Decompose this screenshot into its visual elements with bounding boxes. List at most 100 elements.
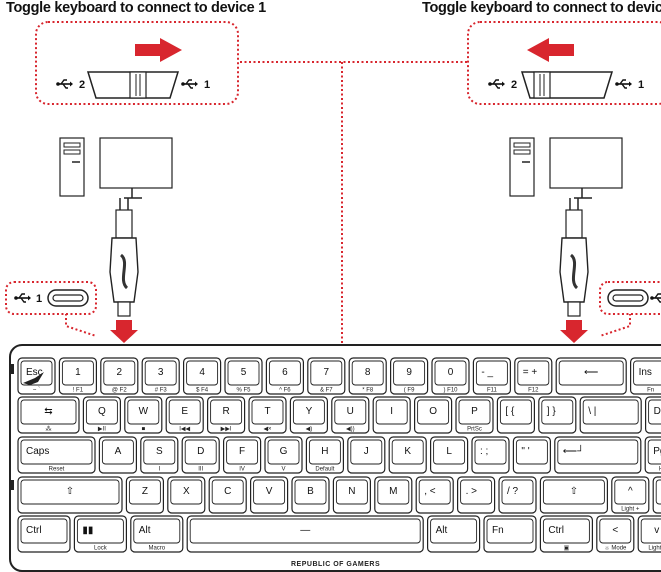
key-4-0[interactable]: Ctrl — [17, 515, 71, 553]
key-0-6[interactable]: 6^ F6 — [265, 357, 304, 395]
key-label: < — [612, 525, 618, 536]
key-2-7[interactable]: J — [347, 436, 386, 474]
key-2-10[interactable]: : ; — [471, 436, 510, 474]
key-sublabel: ) F10 — [443, 388, 458, 394]
key-0-5[interactable]: 5% F5 — [224, 357, 263, 395]
key-0-11[interactable]: - _F11 — [472, 357, 511, 395]
key-label: T — [264, 406, 270, 417]
svg-text:2: 2 — [79, 79, 85, 91]
key-2-1[interactable]: A — [98, 436, 138, 474]
key-3-12[interactable]: ^Light + — [611, 476, 650, 514]
key-3-8[interactable]: , < — [415, 476, 454, 514]
key-0-2[interactable]: 2@ F2 — [100, 357, 139, 395]
key-4-1[interactable]: ▮▮Lock — [73, 515, 128, 553]
key-label: G — [280, 446, 288, 457]
key-sublabel: $ F4 — [196, 388, 209, 394]
key-2-6[interactable]: H Default — [305, 436, 344, 474]
key-3-10[interactable]: / ? — [498, 476, 537, 514]
key-1-3[interactable]: EI◀◀ — [165, 396, 204, 434]
key-2-9[interactable]: L — [430, 436, 469, 474]
key-3-6[interactable]: N — [332, 476, 371, 514]
usb-c-port-callout-device-2 — [599, 281, 661, 315]
key-sublabel: * F8 — [362, 388, 374, 394]
key-1-14[interactable]: DelScr — [645, 396, 661, 434]
key-4-3[interactable]: — — [186, 515, 424, 553]
key-0-13[interactable]: ⟵ — [555, 357, 627, 395]
key-label: C — [224, 486, 231, 497]
key-2-5[interactable]: GV — [264, 436, 303, 474]
key-sublabel: Default — [315, 467, 334, 473]
key-3-4[interactable]: V — [250, 476, 289, 514]
key-1-13[interactable]: \ | — [579, 396, 642, 434]
key-1-9[interactable]: O — [414, 396, 453, 434]
key-sublabel: F11 — [487, 388, 498, 394]
key-1-0[interactable]: ⇆⁂ — [17, 396, 80, 434]
key-3-0[interactable]: ⇧ — [17, 476, 123, 514]
key-label: Ctrl — [548, 525, 564, 536]
key-4-4[interactable]: Alt — [427, 515, 481, 553]
key-3-13[interactable]: PgDnEnd — [652, 476, 661, 514]
key-1-2[interactable]: W■ — [124, 396, 163, 434]
key-2-2[interactable]: SI — [140, 436, 179, 474]
key-1-1[interactable]: Q▶II — [82, 396, 122, 434]
key-2-8[interactable]: K — [388, 436, 427, 474]
key-sublabel: Hom — [659, 467, 661, 473]
key-label: Alt — [436, 525, 448, 536]
key-1-11[interactable]: [ { — [496, 396, 535, 434]
key-3-2[interactable]: X — [167, 476, 206, 514]
key-1-5[interactable]: T◀× — [248, 396, 287, 434]
key-label: W — [139, 406, 149, 417]
key-3-1[interactable]: Z — [125, 476, 165, 514]
key-0-1[interactable]: 1! F1 — [58, 357, 98, 395]
key-0-7[interactable]: 7& F7 — [307, 357, 346, 395]
key-1-12[interactable]: ] } — [538, 396, 577, 434]
key-1-7[interactable]: U◀)) — [331, 396, 370, 434]
key-2-4[interactable]: FIV — [223, 436, 262, 474]
title-device-2: Toggle keyboard to connect to device — [422, 0, 661, 16]
key-sublabel: I — [158, 467, 160, 473]
key-4-6[interactable]: Ctrl▣ — [539, 515, 594, 553]
key-label: Z — [142, 486, 148, 497]
key-label: H — [321, 446, 328, 457]
key-0-10[interactable]: 0) F10 — [431, 357, 470, 395]
key-4-7[interactable]: <☼ Mode — [596, 515, 635, 553]
key-2-13[interactable]: PgUpHom — [644, 436, 661, 474]
keyboard: Esc~ `1! F12@ F23# F34$ F45% F56^ F67& F… — [9, 344, 661, 572]
computer-device-1 — [59, 137, 173, 199]
svg-text:2: 2 — [511, 79, 517, 91]
key-0-9[interactable]: 9( F9 — [390, 357, 429, 395]
key-label: ⇧ — [570, 486, 578, 497]
key-label: R — [222, 406, 229, 417]
key-1-8[interactable]: I — [372, 396, 411, 434]
key-0-3[interactable]: 3# F3 — [141, 357, 180, 395]
key-3-5[interactable]: B — [291, 476, 330, 514]
key-sublabel: ^ F6 — [279, 388, 291, 394]
key-1-6[interactable]: Y◀) — [289, 396, 328, 434]
key-label: ⇆ — [44, 406, 52, 417]
key-sublabel: ■ — [141, 427, 145, 433]
key-0-0[interactable]: Esc~ ` — [17, 357, 56, 395]
key-0-12[interactable]: = +F12 — [514, 357, 553, 395]
key-sublabel: Light + — [621, 507, 640, 513]
key-0-4[interactable]: 4$ F4 — [183, 357, 222, 395]
key-label: " ' — [521, 446, 529, 457]
key-2-12[interactable]: ⟵┘ — [554, 436, 642, 474]
key-0-8[interactable]: 8* F8 — [348, 357, 387, 395]
key-3-3[interactable]: C — [208, 476, 247, 514]
key-1-4[interactable]: R▶▶I — [207, 396, 246, 434]
key-3-9[interactable]: . > — [457, 476, 496, 514]
key-label: U — [347, 406, 354, 417]
key-sublabel: @ F2 — [112, 388, 127, 394]
key-4-5[interactable]: Fn — [483, 515, 537, 553]
key-label: = + — [523, 367, 538, 378]
key-3-7[interactable]: M — [374, 476, 413, 514]
switch-callout-device-2: 2 1 — [467, 21, 661, 105]
key-3-11[interactable]: ⇧ — [539, 476, 609, 514]
key-2-11[interactable]: " ' — [512, 436, 552, 474]
